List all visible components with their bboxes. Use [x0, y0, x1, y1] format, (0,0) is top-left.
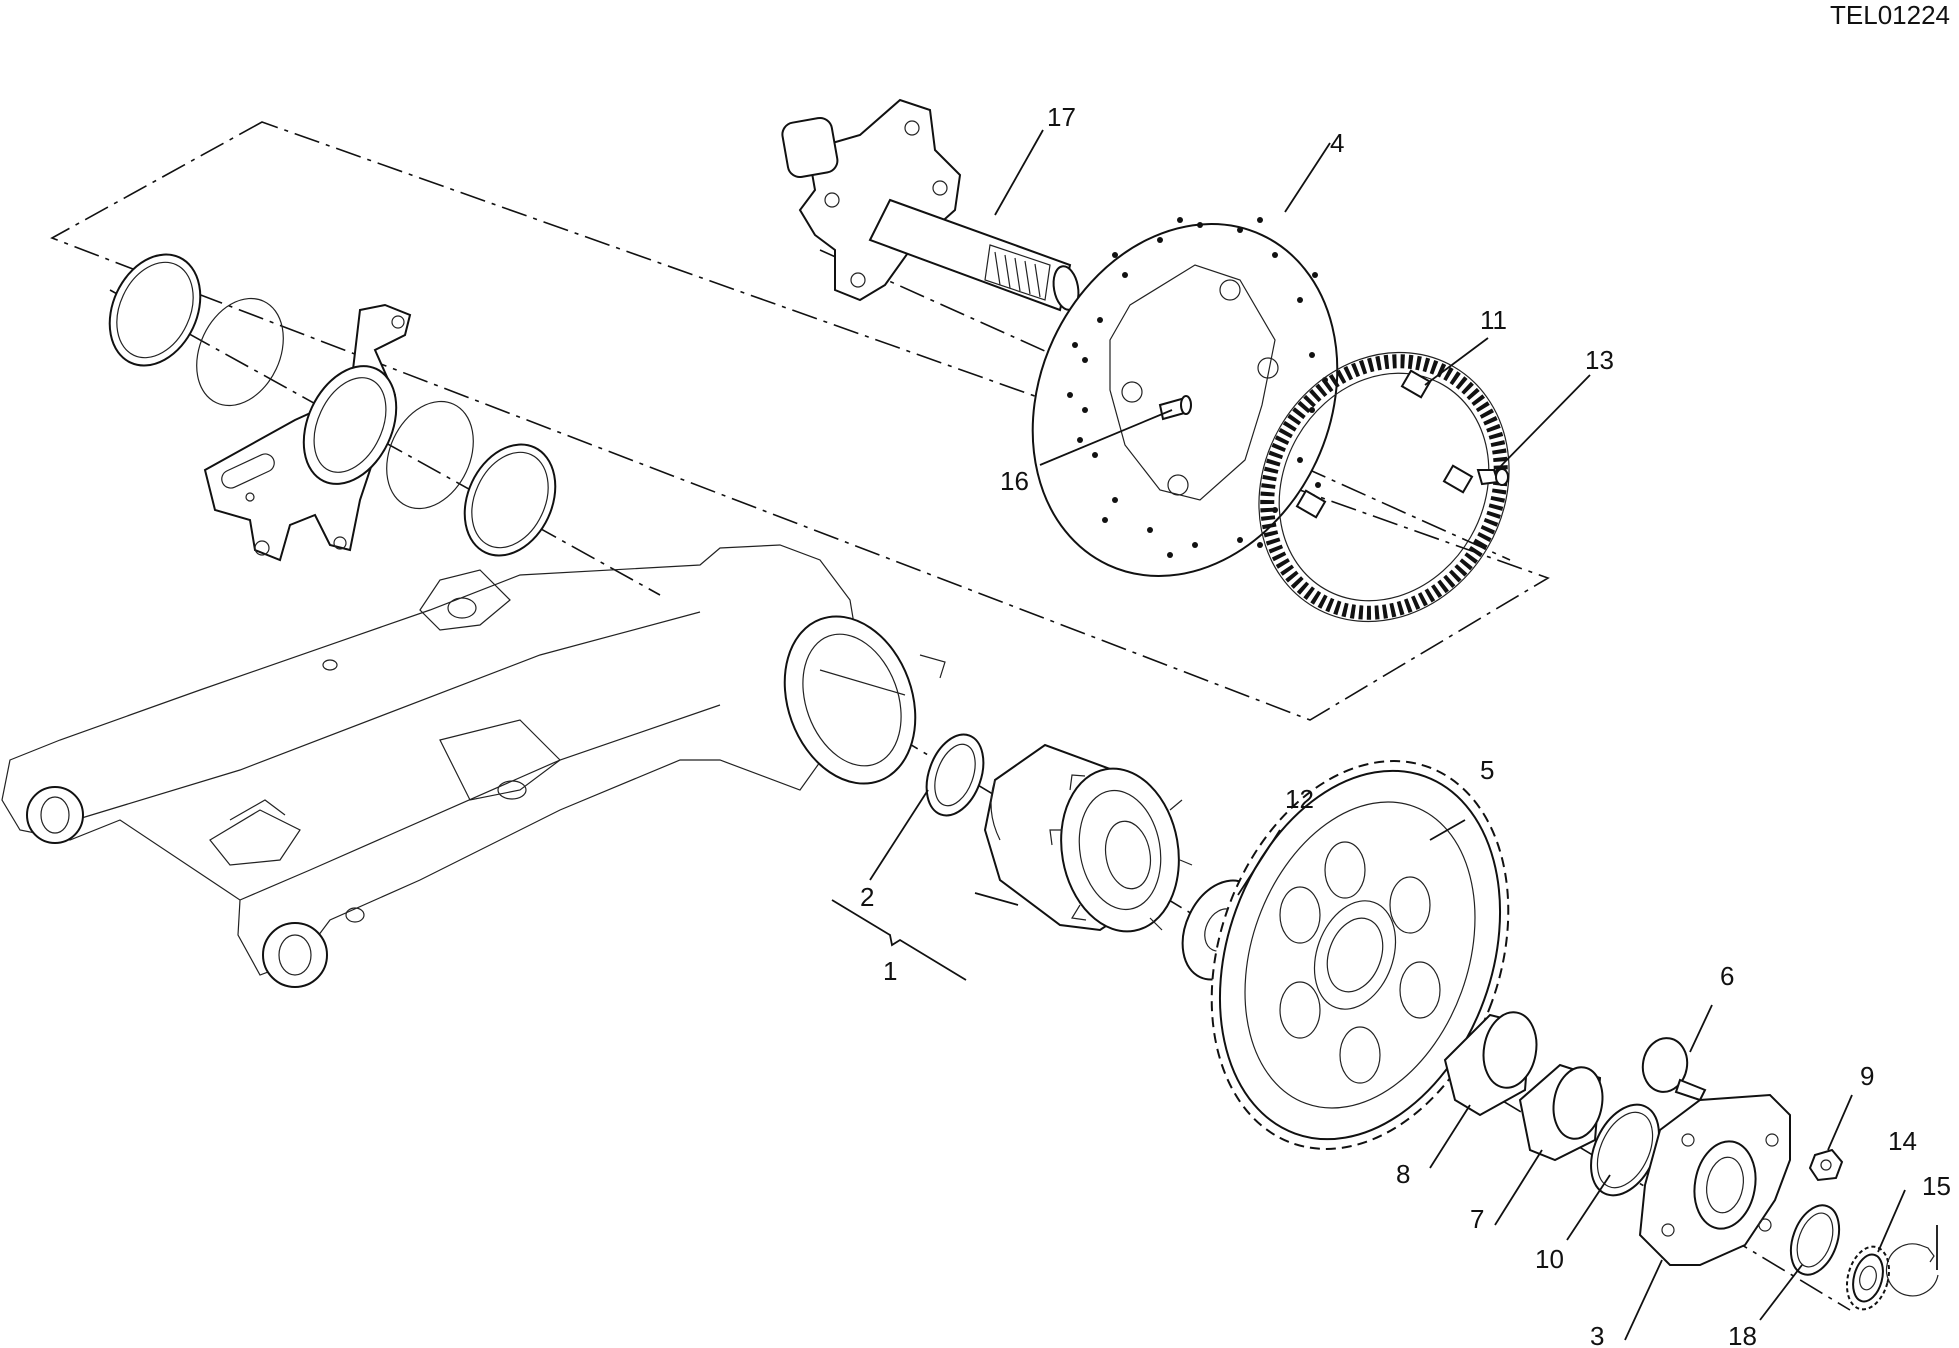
callout-16: 16 — [1000, 466, 1029, 496]
nut-9 — [1808, 1148, 1844, 1182]
screw-13 — [1476, 468, 1509, 486]
eccentric-hub-1 — [983, 743, 1193, 933]
axle-nut-14 — [1845, 1245, 1891, 1311]
disc-holes — [1067, 217, 1328, 558]
sprocket-5 — [1210, 760, 1510, 1150]
callout-13: 13 — [1585, 345, 1614, 375]
stud-6 — [1641, 1037, 1707, 1102]
callout-11: 11 — [1480, 305, 1507, 335]
callout-17: 17 — [1047, 102, 1076, 132]
ring-10 — [1590, 1103, 1660, 1197]
caliper-bracket — [203, 303, 412, 562]
axle-hub-17 — [781, 98, 1080, 312]
callout-4: 4 — [1330, 128, 1344, 158]
callout-12: 12 — [1285, 784, 1314, 814]
subassembly-boundary — [50, 121, 1550, 721]
callout-14: 14 — [1888, 1126, 1917, 1156]
seal-ring-2 — [925, 733, 985, 817]
callout-7: 7 — [1470, 1204, 1484, 1234]
leader-lines — [869, 129, 1938, 1341]
flange-3 — [1638, 1093, 1791, 1266]
disc-bolt-16 — [1158, 395, 1192, 421]
callout-3: 3 — [1590, 1321, 1604, 1348]
callout-8: 8 — [1396, 1159, 1410, 1189]
bush-7 — [1518, 1063, 1604, 1162]
tone-wheel-11 — [1258, 351, 1510, 623]
bush-8 — [1443, 1011, 1538, 1117]
callout-5: 5 — [1480, 755, 1494, 785]
circlip-15 — [1885, 1243, 1939, 1297]
callouts: 1 2 3 4 5 6 7 8 9 10 11 12 13 14 15 16 1… — [860, 102, 1951, 1348]
spacer-rings-upper — [108, 253, 557, 557]
callout-15: 15 — [1922, 1171, 1951, 1201]
drawing-code: TEL01224 — [1830, 0, 1950, 30]
callout-10: 10 — [1535, 1244, 1564, 1274]
callout-18: 18 — [1728, 1321, 1757, 1348]
callout-bracket-1 — [831, 899, 967, 981]
callout-9: 9 — [1860, 1061, 1874, 1091]
callout-1: 1 — [883, 956, 897, 986]
washer-18 — [1789, 1204, 1841, 1276]
callout-2: 2 — [860, 882, 874, 912]
swingarm — [1, 544, 946, 988]
callout-6: 6 — [1720, 961, 1734, 991]
